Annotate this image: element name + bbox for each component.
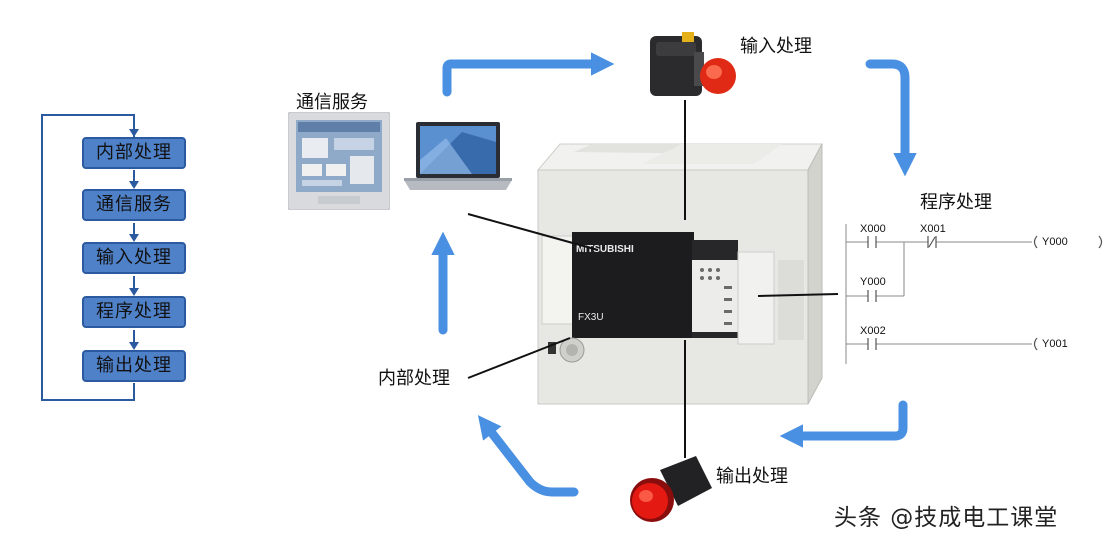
hmi-panel-icon xyxy=(288,112,390,210)
laptop-icon xyxy=(404,122,512,190)
label-internal-processing: 内部处理 xyxy=(378,368,450,389)
label-program-processing: 程序处理 xyxy=(920,192,992,213)
flow-block-program: 程序处理 xyxy=(82,296,186,328)
arrow-output-to-internal xyxy=(477,415,579,497)
plc-unit-icon xyxy=(536,143,823,405)
input-pushbutton-icon xyxy=(650,32,736,96)
ladder-y001-coil: Y001 xyxy=(1042,338,1068,350)
ladder-x002: X002 xyxy=(860,325,886,337)
arrow-comm-to-input xyxy=(442,52,615,97)
plc-brand: MITSUBISHI xyxy=(576,244,634,255)
flow-block-internal: 内部处理 xyxy=(82,137,186,169)
plc-model: FX3U xyxy=(578,312,604,323)
watermark: 头条 @技成电工课堂 xyxy=(834,505,1059,531)
arrow-program-to-output xyxy=(779,400,908,448)
ladder-x000: X000 xyxy=(860,223,886,235)
label-input-processing: 输入处理 xyxy=(740,36,812,57)
output-lamp-icon xyxy=(630,456,712,522)
label-comm-service: 通信服务 xyxy=(296,92,368,113)
arrow-input-to-program xyxy=(865,59,917,177)
ladder-x001: X001 xyxy=(920,223,946,235)
flow-block-comm: 通信服务 xyxy=(82,189,186,221)
flow-block-input: 输入处理 xyxy=(82,242,186,274)
ladder-y000-coil: Y000 xyxy=(1042,236,1068,248)
ladder-y000-contact: Y000 xyxy=(860,276,886,288)
label-output-processing: 输出处理 xyxy=(716,466,788,487)
flow-block-output: 输出处理 xyxy=(82,350,186,382)
